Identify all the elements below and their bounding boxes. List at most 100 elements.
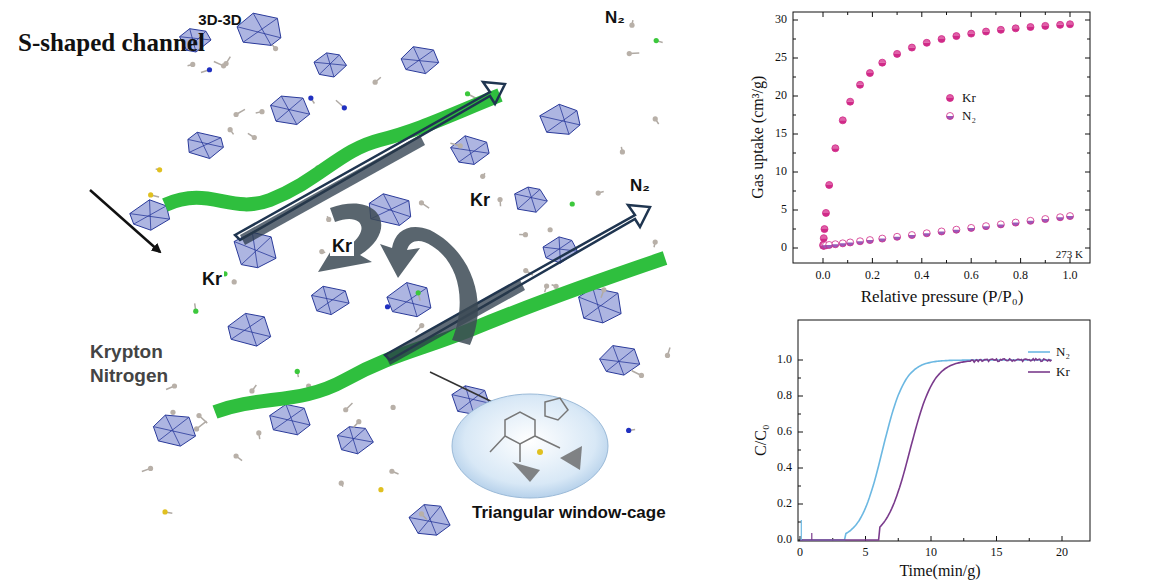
n2-point-ring	[953, 226, 960, 233]
n2-point-ring	[839, 240, 846, 247]
path-part	[545, 398, 568, 420]
tick	[793, 248, 798, 249]
metal-polyhedron	[600, 346, 640, 376]
atom	[627, 51, 632, 56]
axis-title: Relative pressure (P/P₀)	[861, 287, 1024, 307]
atom	[223, 61, 228, 66]
atom	[601, 287, 606, 292]
tick	[946, 260, 947, 263]
kr-point-ring	[847, 98, 854, 105]
kr-point	[908, 44, 915, 51]
kr-point-ring	[1012, 25, 1019, 32]
tick-label: 1.0	[777, 353, 792, 367]
atom	[342, 105, 347, 110]
polygon-part	[512, 462, 540, 482]
kr-point-ring	[1057, 21, 1064, 28]
polyhedron-edge	[401, 47, 439, 74]
atom	[172, 383, 177, 388]
tick	[1029, 538, 1030, 541]
polyhedron-edge	[451, 136, 490, 165]
tick	[1062, 536, 1063, 541]
tick	[1085, 96, 1090, 97]
n2-point	[983, 223, 990, 230]
atom	[385, 304, 390, 309]
atom-key: Krypton	[88, 341, 165, 363]
tick	[921, 12, 922, 17]
polyhedron-edge	[188, 132, 224, 158]
tick	[1045, 260, 1046, 263]
metal-polyhedron	[314, 53, 347, 77]
kr-point-ring	[1067, 21, 1074, 28]
kr-point	[847, 98, 854, 105]
curve-spike	[811, 533, 812, 540]
tick	[1087, 77, 1090, 78]
tick	[847, 260, 848, 263]
atom	[544, 283, 549, 288]
tick-label: 0.6	[777, 425, 792, 439]
atom	[480, 174, 485, 179]
n2-point	[908, 232, 915, 239]
atom	[626, 428, 631, 433]
kr-point	[1042, 22, 1049, 29]
n2-point-ring	[1027, 217, 1034, 224]
panel-tag: 3D-3D	[198, 11, 241, 28]
n2-point	[879, 235, 886, 242]
n2-point	[938, 228, 945, 235]
tick	[793, 39, 796, 40]
legend-text: N₂	[962, 109, 976, 124]
tick	[798, 432, 803, 433]
atom	[249, 388, 254, 393]
tick	[798, 450, 801, 451]
n2-point-ring	[938, 228, 945, 235]
kr-point-ring	[821, 226, 828, 233]
kr-point-ring	[820, 235, 827, 242]
polyhedron-edge	[312, 286, 350, 314]
tick-label: 10	[925, 546, 937, 560]
atom	[326, 217, 331, 222]
kr-point	[997, 26, 1004, 33]
gas-label: Kr	[200, 269, 224, 290]
kr-point-ring	[968, 30, 975, 37]
kr-point	[953, 33, 960, 40]
n2-point-ring	[857, 238, 864, 245]
kr-point-ring	[826, 182, 833, 189]
kr-point	[923, 39, 930, 46]
tick-label: 0.0	[816, 269, 831, 283]
tick	[823, 12, 824, 17]
tick-label: 30	[775, 13, 787, 27]
n2-point	[847, 239, 854, 246]
tick	[798, 504, 803, 505]
gas-label: N₂	[603, 8, 627, 28]
axis-title: Gas uptake (cm³/g)	[749, 76, 767, 199]
atom	[373, 80, 378, 85]
kr-point	[826, 182, 833, 189]
legend-marker-ring	[947, 113, 954, 120]
tick	[798, 486, 801, 487]
atom	[523, 232, 528, 237]
tick	[921, 258, 922, 263]
polyhedron-edge	[153, 415, 195, 446]
atom	[308, 96, 313, 101]
metal-polyhedron	[540, 104, 580, 134]
polyhedron-edge	[409, 505, 450, 536]
atom	[234, 112, 239, 117]
kr-point-ring	[1042, 22, 1049, 29]
polyhedron-edge	[387, 283, 431, 317]
atom	[389, 469, 394, 474]
pointer-arrow	[90, 190, 160, 252]
tick-label: 0.8	[777, 389, 792, 403]
n2-point-ring	[983, 223, 990, 230]
kr-point	[968, 30, 975, 37]
n2-point	[923, 230, 930, 237]
atom	[252, 135, 257, 140]
kr-point	[1027, 24, 1034, 31]
linker-molecules	[142, 20, 670, 519]
atom	[653, 239, 658, 244]
n2-point-ring	[908, 232, 915, 239]
circle-part	[537, 449, 543, 455]
kr-point	[821, 226, 828, 233]
n2-curve	[800, 360, 1052, 540]
n2-point	[894, 233, 901, 240]
polygon-part	[560, 446, 582, 470]
atom	[620, 149, 625, 154]
